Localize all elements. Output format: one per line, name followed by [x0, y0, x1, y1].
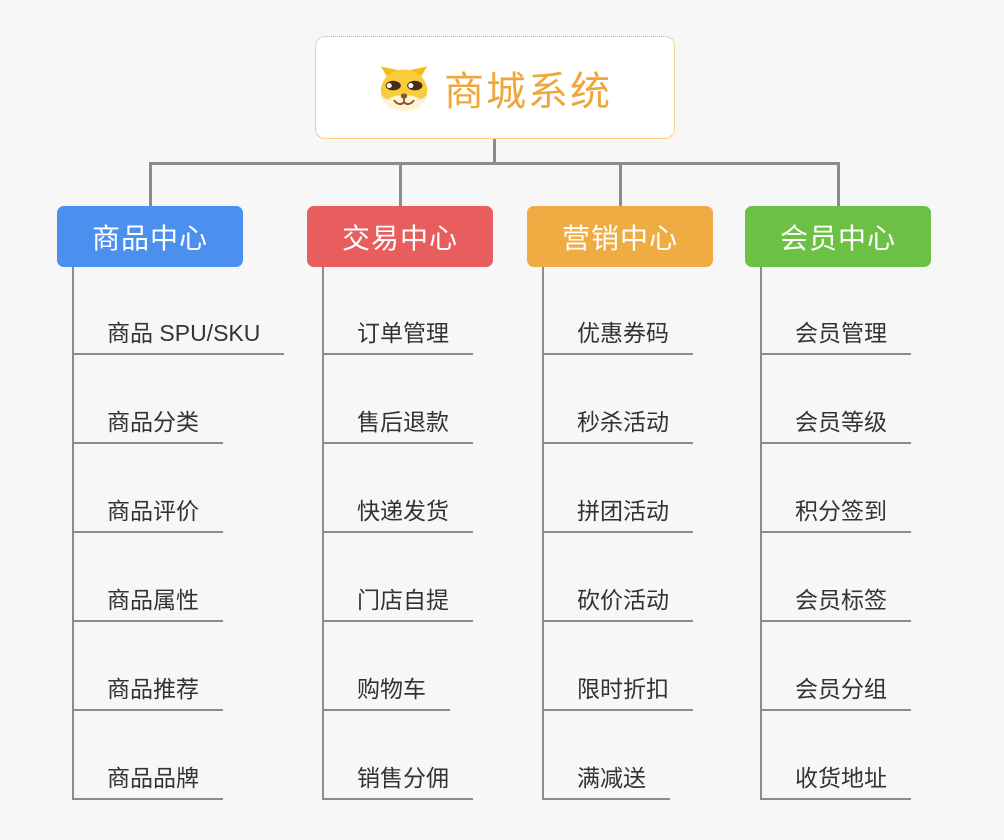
- connector-branch-stub: [399, 162, 402, 207]
- mindmap-item[interactable]: 会员管理: [760, 315, 911, 355]
- connector-branch-stub: [619, 162, 622, 207]
- connector-branch-line: [542, 267, 544, 800]
- branch-column-trade: 交易中心 订单管理售后退款快递发货门店自提购物车销售分佣: [307, 0, 577, 840]
- connector-branch-line: [760, 267, 762, 800]
- dog-face-icon: [380, 65, 428, 111]
- connector-branch-stub: [149, 162, 152, 207]
- mindmap-item[interactable]: 积分签到: [760, 493, 911, 533]
- connector-branch-line: [322, 267, 324, 800]
- mindmap-item[interactable]: 会员标签: [760, 582, 911, 622]
- mindmap-item[interactable]: 商品 SPU/SKU: [72, 315, 285, 355]
- mindmap-item[interactable]: 商品属性: [72, 582, 223, 622]
- mindmap-item[interactable]: 商品品牌: [72, 760, 223, 800]
- mindmap-item[interactable]: 秒杀活动: [542, 404, 693, 444]
- mindmap-item[interactable]: 会员分组: [760, 671, 911, 711]
- branch-node-marketing[interactable]: 营销中心: [527, 206, 713, 267]
- branch-column-products: 商品中心 商品 SPU/SKU 商品分类商品评价商品属性商品推荐商品品牌: [57, 0, 327, 840]
- branch-column-members: 会员中心 会员管理会员等级积分签到会员标签会员分组收货地址: [745, 0, 1004, 840]
- mindmap-item[interactable]: 收货地址: [760, 760, 911, 800]
- mindmap-item[interactable]: 订单管理: [322, 315, 473, 355]
- mindmap-item[interactable]: 会员等级: [760, 404, 911, 444]
- mindmap-item[interactable]: 限时折扣: [542, 671, 693, 711]
- mindmap-item[interactable]: 快递发货: [322, 493, 473, 533]
- branch-node-products[interactable]: 商品中心: [57, 206, 243, 267]
- connector-branch-line: [72, 267, 74, 800]
- connector-branch-stub: [837, 162, 840, 207]
- branch-node-members[interactable]: 会员中心: [745, 206, 931, 267]
- mindmap-item[interactable]: 商品评价: [72, 493, 223, 533]
- mindmap-item[interactable]: 优惠券码: [542, 315, 693, 355]
- mindmap-item[interactable]: 门店自提: [322, 582, 473, 622]
- mindmap-item[interactable]: 商品推荐: [72, 671, 223, 711]
- branch-column-marketing: 营销中心 优惠券码秒杀活动拼团活动砍价活动限时折扣满减送: [527, 0, 797, 840]
- mindmap-item[interactable]: 售后退款: [322, 404, 473, 444]
- connector-root-stub: [493, 139, 496, 165]
- mindmap-item[interactable]: 满减送: [542, 760, 670, 800]
- mindmap-item[interactable]: 拼团活动: [542, 493, 693, 533]
- connector-rail: [149, 162, 840, 165]
- mindmap-item[interactable]: 购物车: [322, 671, 450, 711]
- mindmap-item[interactable]: 商品分类: [72, 404, 223, 444]
- branch-node-trade[interactable]: 交易中心: [307, 206, 493, 267]
- mindmap-item[interactable]: 砍价活动: [542, 582, 693, 622]
- root-title: 商城系统: [444, 69, 612, 114]
- root-node[interactable]: 商城系统: [315, 36, 675, 139]
- mindmap-item[interactable]: 销售分佣: [322, 760, 473, 800]
